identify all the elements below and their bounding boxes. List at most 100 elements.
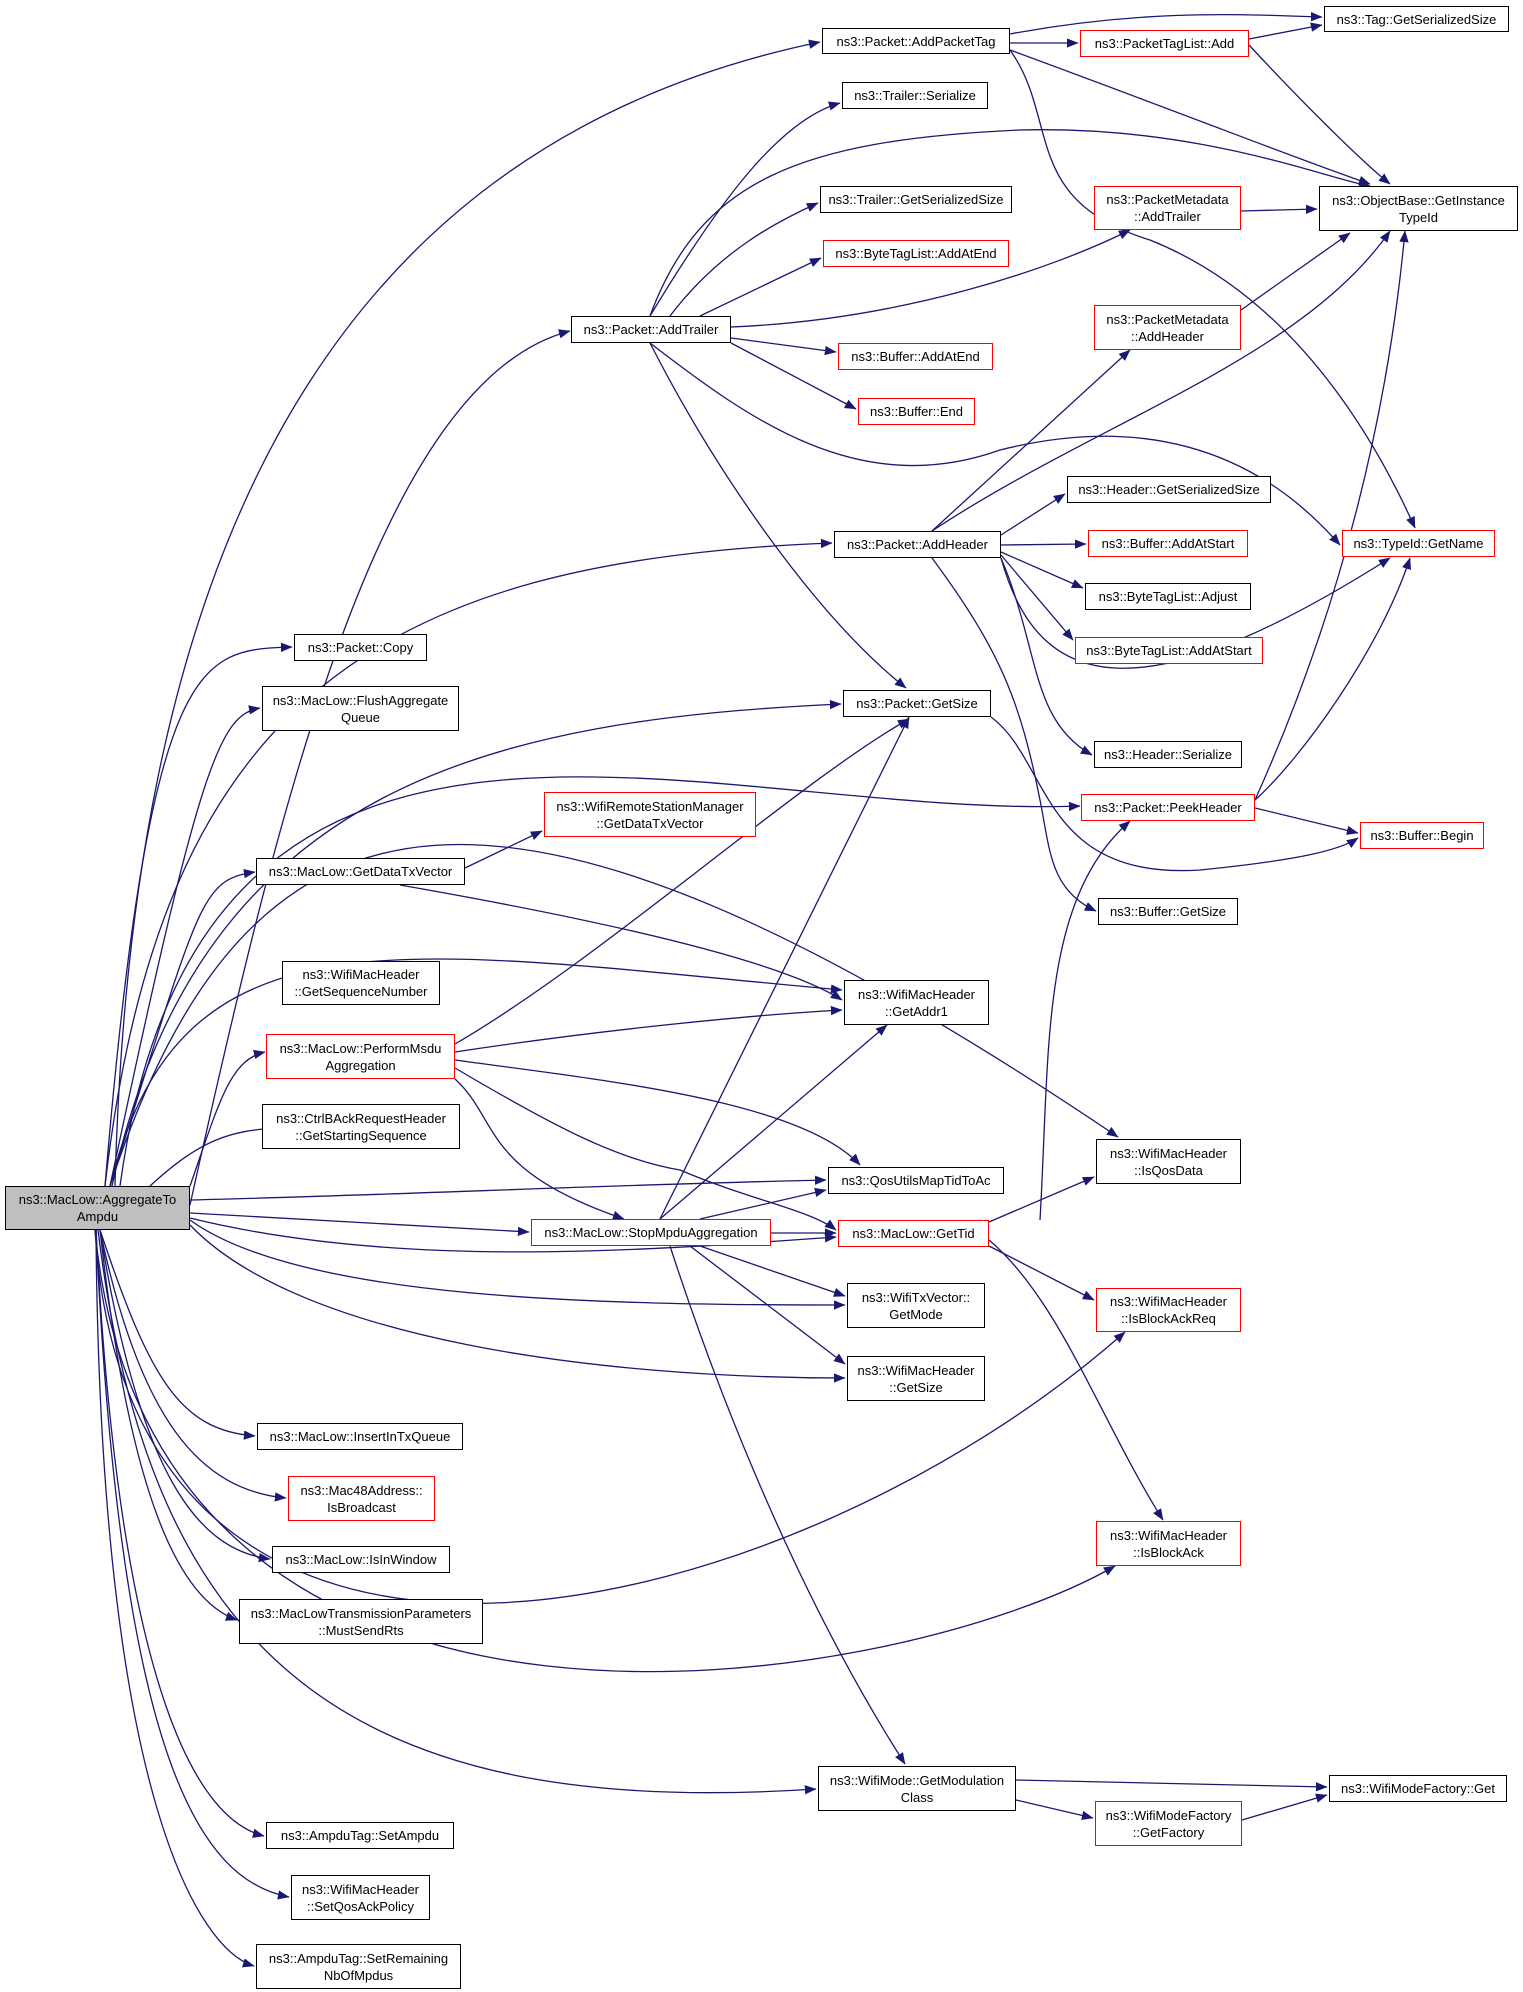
node-header-serialize[interactable]: ns3::Header::Serialize (1094, 741, 1242, 768)
call-edge-54 (990, 716, 1359, 872)
call-edge-12 (149, 1123, 281, 1187)
call-edge-31 (1248, 44, 1391, 185)
call-edge-65 (659, 716, 910, 1220)
call-edges (94, 12, 1416, 1968)
call-edge-41 (649, 342, 1341, 546)
call-edge-67 (699, 1187, 827, 1220)
call-edge-47 (1000, 539, 1087, 549)
node-wifi-mode-factory-get[interactable]: ns3::WifiModeFactory::Get (1329, 1775, 1507, 1802)
call-edge-23 (95, 1229, 265, 1838)
node-mac-low-get-tid[interactable]: ns3::MacLow::GetTid (838, 1220, 989, 1247)
call-edge-6 (111, 699, 842, 1187)
call-edge-28 (1009, 12, 1323, 35)
node-mac-low-flush-aggregate-queue[interactable]: ns3::MacLow::FlushAggregate Queue (262, 686, 459, 731)
node-ctrl-back-request-header-get-starting-sequence[interactable]: ns3::CtrlBAckRequestHeader ::GetStarting… (262, 1104, 460, 1149)
node-buffer-add-at-start[interactable]: ns3::Buffer::AddAtStart (1088, 530, 1248, 557)
node-wifi-mac-header-is-block-ack[interactable]: ns3::WifiMacHeader ::IsBlockAck (1096, 1521, 1241, 1566)
call-edge-22 (97, 1229, 817, 1795)
call-edge-5 (109, 705, 261, 1187)
call-edge-73 (988, 1245, 1095, 1301)
node-aggregate-to-ampdu: ns3::MacLow::AggregateTo Ampdu (5, 1186, 190, 1230)
node-wifi-tx-vector-get-mode[interactable]: ns3::WifiTxVector:: GetMode (847, 1283, 985, 1328)
call-edge-48 (1000, 551, 1084, 589)
node-byte-tag-list-add-at-end[interactable]: ns3::ByteTagList::AddAtEnd (823, 240, 1009, 267)
node-ampdu-tag-set-ampdu[interactable]: ns3::AmpduTag::SetAmpdu (266, 1822, 454, 1849)
call-edge-11 (189, 1049, 266, 1187)
node-buffer-end[interactable]: ns3::Buffer::End (858, 398, 975, 425)
call-edge-26 (94, 1229, 1126, 1605)
node-packet-add-packet-tag[interactable]: ns3::Packet::AddPacketTag (822, 28, 1010, 54)
call-edge-66 (659, 1024, 888, 1220)
node-packet-peek-header[interactable]: ns3::Packet::PeekHeader (1081, 794, 1255, 821)
node-mac-low-perform-msdu-aggregation[interactable]: ns3::MacLow::PerformMsdu Aggregation (266, 1034, 455, 1079)
node-mac48-address-is-broadcast[interactable]: ns3::Mac48Address:: IsBroadcast (288, 1476, 435, 1521)
call-edge-59 (399, 884, 843, 1001)
node-packet-tag-list-add[interactable]: ns3::PacketTagList::Add (1080, 30, 1249, 57)
node-wifi-mac-header-is-block-ack-req[interactable]: ns3::WifiMacHeader ::IsBlockAckReq (1096, 1288, 1241, 1332)
node-wifi-mode-get-modulation-class[interactable]: ns3::WifiMode::GetModulation Class (818, 1766, 1016, 1811)
node-buffer-get-size[interactable]: ns3::Buffer::GetSize (1098, 898, 1238, 925)
call-edge-52 (931, 230, 1391, 532)
node-type-id-get-name[interactable]: ns3::TypeId::GetName (1342, 530, 1495, 557)
node-qos-utils-map-tid-to-ac[interactable]: ns3::QosUtilsMapTidToAc (828, 1167, 1004, 1194)
node-object-base-get-instance-type-id[interactable]: ns3::ObjectBase::GetInstance TypeId (1319, 186, 1518, 231)
call-edge-3 (104, 538, 833, 1187)
call-edge-1 (114, 39, 821, 1187)
node-wifi-mac-header-get-size[interactable]: ns3::WifiMacHeader ::GetSize (847, 1356, 985, 1401)
call-edge-32 (1009, 49, 1371, 185)
node-wifi-mac-header-get-addr1[interactable]: ns3::WifiMacHeader ::GetAddr1 (844, 980, 989, 1025)
node-mac-low-is-in-window[interactable]: ns3::MacLow::IsInWindow (272, 1546, 450, 1573)
call-edge-70 (689, 1245, 846, 1365)
call-edge-75 (1039, 820, 1131, 1221)
call-edge-74 (988, 1239, 1164, 1521)
node-ampdu-tag-set-remaining-nb-of-mpdus[interactable]: ns3::AmpduTag::SetRemaining NbOfMpdus (256, 1944, 461, 1989)
call-edge-14 (189, 1212, 530, 1237)
call-edge-19 (99, 1229, 287, 1502)
node-wifi-mac-header-set-qos-ack-policy[interactable]: ns3::WifiMacHeader ::SetQosAckPolicy (291, 1875, 430, 1920)
call-edge-39 (730, 337, 837, 356)
call-edge-60 (454, 718, 910, 1045)
call-edge-49 (1000, 554, 1074, 641)
call-edge-43 (1240, 204, 1318, 214)
node-buffer-add-at-end[interactable]: ns3::Buffer::AddAtEnd (838, 343, 993, 370)
node-mac-low-get-data-tx-vector[interactable]: ns3::MacLow::GetDataTxVector (256, 858, 465, 885)
call-edge-40 (730, 342, 857, 410)
node-tag-get-serialized-size[interactable]: ns3::Tag::GetSerializedSize (1324, 6, 1509, 32)
call-edge-57 (1254, 557, 1411, 801)
node-mac-low-transmission-parameters-must-send-rts[interactable]: ns3::MacLowTransmissionParameters ::Must… (239, 1599, 483, 1644)
node-header-get-serialized-size[interactable]: ns3::Header::GetSerializedSize (1067, 476, 1271, 503)
call-edge-30 (1248, 22, 1323, 40)
call-edge-61 (454, 1005, 843, 1053)
call-edge-4 (104, 642, 293, 1187)
call-edge-24 (95, 1229, 290, 1900)
node-mac-low-insert-in-tx-queue[interactable]: ns3::MacLow::InsertInTxQueue (257, 1423, 463, 1450)
call-edge-25 (95, 1229, 255, 1968)
node-packet-get-size[interactable]: ns3::Packet::GetSize (843, 690, 991, 717)
node-packet-add-header[interactable]: ns3::Packet::AddHeader (834, 531, 1001, 558)
call-edge-64 (454, 1078, 625, 1220)
call-edge-42 (649, 342, 907, 689)
call-edge-16 (189, 1219, 846, 1310)
node-packet-metadata-add-trailer[interactable]: ns3::PacketMetadata ::AddTrailer (1094, 186, 1241, 230)
call-edge-77 (1015, 1799, 1094, 1821)
node-byte-tag-list-adjust[interactable]: ns3::ByteTagList::Adjust (1085, 583, 1251, 610)
node-mac-low-stop-mpdu-aggregation[interactable]: ns3::MacLow::StopMpduAggregation (531, 1219, 771, 1246)
node-trailer-serialize[interactable]: ns3::Trailer::Serialize (842, 82, 988, 109)
node-packet-metadata-add-header[interactable]: ns3::PacketMetadata ::AddHeader (1094, 305, 1241, 350)
call-edge-35 (649, 129, 1371, 317)
call-edge-20 (99, 1229, 271, 1563)
node-packet-copy[interactable]: ns3::Packet::Copy (294, 634, 427, 661)
call-edge-45 (931, 349, 1131, 532)
node-buffer-begin[interactable]: ns3::Buffer::Begin (1360, 822, 1484, 849)
node-wifi-mode-factory-get-factory[interactable]: ns3::WifiModeFactory ::GetFactory (1095, 1801, 1242, 1846)
call-edge-9 (109, 868, 256, 1187)
node-byte-tag-list-add-at-start[interactable]: ns3::ByteTagList::AddAtStart (1075, 637, 1263, 664)
node-remote-station-manager-get-data-tx-vector[interactable]: ns3::WifiRemoteStationManager ::GetDataT… (544, 792, 756, 837)
node-wifi-mac-header-get-sequence-number[interactable]: ns3::WifiMacHeader ::GetSequenceNumber (282, 961, 440, 1005)
call-edge-63 (454, 1067, 837, 1231)
node-packet-add-trailer[interactable]: ns3::Packet::AddTrailer (571, 316, 731, 343)
call-edge-55 (1254, 807, 1359, 835)
call-edge-38 (730, 229, 1131, 328)
node-wifi-mac-header-is-qos-data[interactable]: ns3::WifiMacHeader ::IsQosData (1096, 1139, 1241, 1184)
node-trailer-get-serialized-size[interactable]: ns3::Trailer::GetSerializedSize (820, 186, 1012, 213)
